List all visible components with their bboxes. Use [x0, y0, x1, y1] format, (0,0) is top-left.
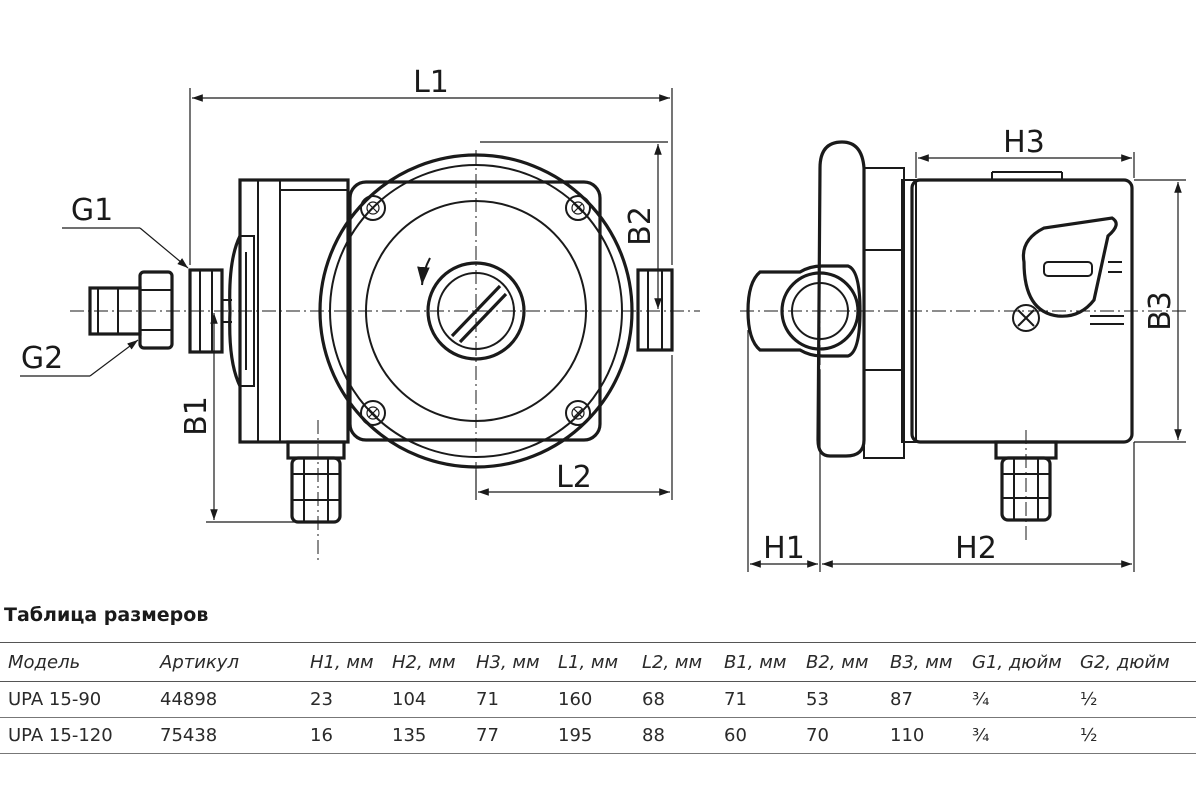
column-header: L1, мм [550, 642, 634, 682]
table-cell: 195 [550, 717, 634, 754]
dimension-label-g1: G1 [71, 193, 113, 228]
table-cell: UPA 15-120 [0, 717, 152, 754]
column-header: B1, мм [716, 642, 798, 682]
table-cell: 88 [634, 717, 716, 754]
inlet-port [188, 268, 224, 354]
table-cell: 16 [302, 717, 384, 754]
dimension-label-b1: B1 [179, 396, 214, 436]
column-header: B3, мм [882, 642, 964, 682]
column-header: H3, мм [468, 642, 550, 682]
table-cell: 68 [634, 681, 716, 718]
table-cell: 44898 [152, 681, 302, 718]
dimension-label-h2: H2 [955, 531, 997, 566]
column-header: Модель [0, 642, 152, 682]
table-cell: ½ [1072, 717, 1196, 754]
dimension-label-b3: B3 [1143, 291, 1178, 331]
table-cell: 160 [550, 681, 634, 718]
column-header: L2, мм [634, 642, 716, 682]
table-cell: 71 [716, 681, 798, 718]
dimension-label-h3: H3 [1003, 125, 1045, 160]
pump-housing-outline [318, 153, 634, 469]
inlet-stub [746, 264, 862, 358]
table-cell: 70 [798, 717, 882, 754]
table-cell: 87 [882, 681, 964, 718]
screw-icon [565, 195, 591, 221]
union-nipple [88, 286, 142, 336]
column-header: Артикул [152, 642, 302, 682]
table-cell: UPA 15-90 [0, 681, 152, 718]
dimension-label-g2: G2 [21, 341, 63, 376]
column-header: H1, мм [302, 642, 384, 682]
column-header: B2, мм [798, 642, 882, 682]
column-header: G2, дюйм [1072, 642, 1196, 682]
column-header: G1, дюйм [964, 642, 1072, 682]
column-header: H2, мм [384, 642, 468, 682]
dimension-label-h1: H1 [763, 531, 805, 566]
table-cell: ¾ [964, 717, 1072, 754]
pump-dimension-drawing: L1 L2 B2 B1 G1 G2 [20, 65, 1190, 572]
side-view: H3 B3 H1 H2 [740, 125, 1190, 572]
dimension-label-l2: L2 [556, 460, 592, 495]
screw-icon [360, 400, 386, 426]
speed-switch-icon [1021, 216, 1124, 325]
table-title: Таблица размеров [4, 604, 209, 626]
cable-gland [286, 440, 346, 460]
table-cell: 75438 [152, 717, 302, 754]
screw-icon [360, 195, 386, 221]
table-cell: 135 [384, 717, 468, 754]
table-cell: 77 [468, 717, 550, 754]
table-cell: 71 [468, 681, 550, 718]
dimension-label-l1: L1 [413, 65, 449, 100]
rotor-cap [426, 261, 526, 361]
table-cell: 60 [716, 717, 798, 754]
ground-screw-icon [1012, 304, 1040, 332]
outlet-port [636, 268, 674, 352]
union-nut [138, 270, 174, 350]
motor-plate [348, 180, 602, 442]
screw-icon [565, 400, 591, 426]
dimension-label-b2: B2 [623, 206, 658, 246]
table-cell: ¾ [964, 681, 1072, 718]
table-cell: 104 [384, 681, 468, 718]
table-cell: 110 [882, 717, 964, 754]
front-view: L1 L2 B2 B1 G1 G2 [20, 65, 700, 560]
table-cell: ½ [1072, 681, 1196, 718]
table-cell: 23 [302, 681, 384, 718]
table-cell: 53 [798, 681, 882, 718]
